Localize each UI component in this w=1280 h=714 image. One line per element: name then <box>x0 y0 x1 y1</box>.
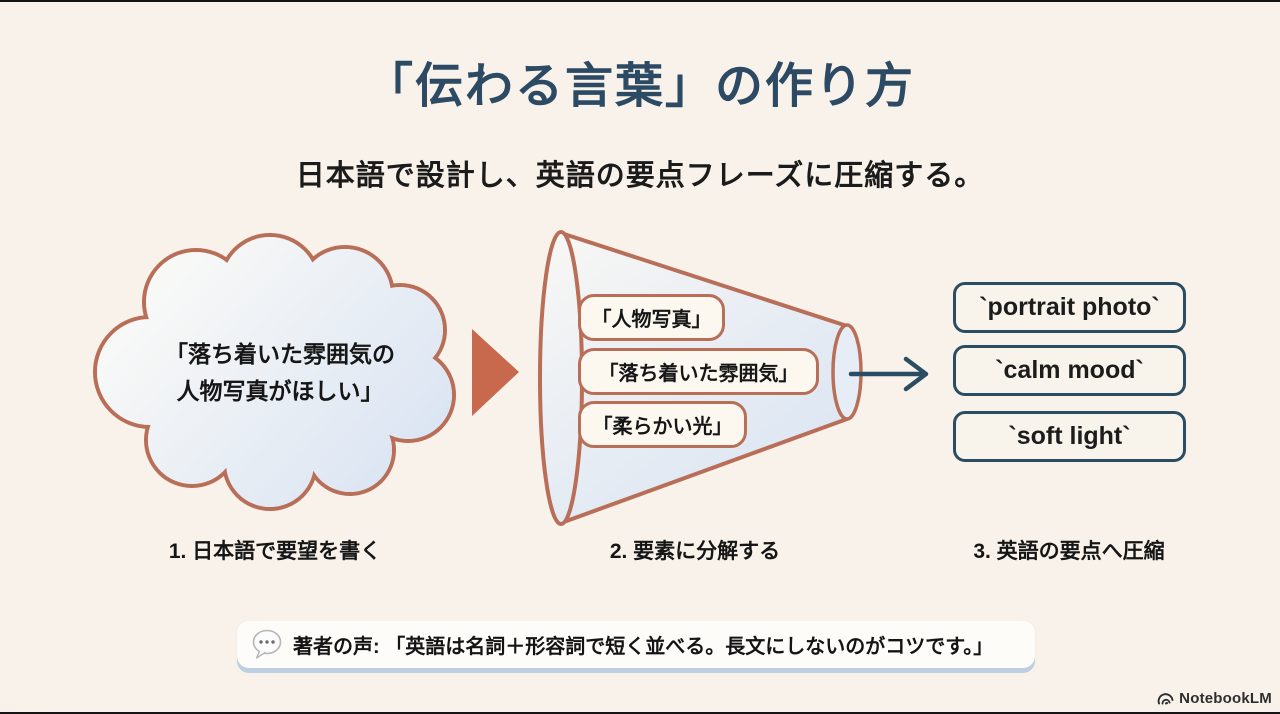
right-arrow-icon <box>848 356 929 392</box>
cloud-shape <box>93 233 456 511</box>
notebooklm-label: NotebookLM <box>1179 690 1272 707</box>
cloud-text-line1: 「落ち着いた雰囲気の <box>165 341 395 367</box>
triangle-right-arrow-icon <box>472 329 519 416</box>
top-letterbox-line <box>0 0 1280 2</box>
page-title: 「伝わる言葉」の作り方 <box>364 60 915 113</box>
notebooklm-watermark: NotebookLM <box>1157 690 1272 707</box>
notebooklm-logo-icon <box>1157 693 1174 705</box>
output-chip-portrait-photo: `portrait photo` <box>953 282 1186 333</box>
cloud-text-line2: 人物写真がほしい」 <box>176 378 384 404</box>
output-chip-soft-light: `soft light` <box>953 411 1186 462</box>
author-note-text: 著者の声: 「英語は名詞＋形容詞で短く並べる。長文にしないのがコツです。」 <box>293 636 994 658</box>
output-chip-calm-mood: `calm mood` <box>953 345 1186 396</box>
author-note-callout: 著者の声: 「英語は名詞＋形容詞で短く並べる。長文にしないのがコツです。」 <box>237 621 1035 668</box>
step-label-1: 1. 日本語で要望を書く <box>168 540 382 563</box>
cloud-request-text: 「落ち着いた雰囲気の 人物写真がほしい」 <box>120 336 440 410</box>
bottom-letterbox-line <box>0 712 1280 714</box>
funnel-item-light: 「柔らかい光」 <box>578 401 747 448</box>
step-label-2: 2. 要素に分解する <box>609 540 781 563</box>
step-label-3: 3. 英語の要点へ圧縮 <box>973 540 1165 563</box>
page-subtitle: 日本語で設計し、英語の要点フレーズに圧縮する。 <box>295 160 985 192</box>
funnel-item-portrait: 「人物写真」 <box>578 294 725 341</box>
funnel-item-mood: 「落ち着いた雰囲気」 <box>578 348 819 395</box>
speech-bubble-icon <box>252 629 282 659</box>
